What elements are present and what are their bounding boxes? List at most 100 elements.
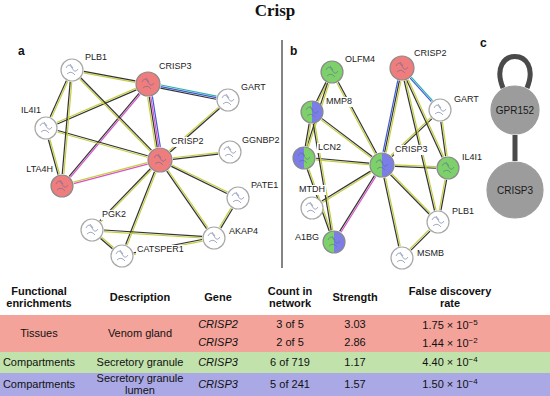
cell-content: 2 of 5 — [276, 337, 304, 349]
protein-structure — [306, 106, 318, 117]
node-fill — [370, 153, 382, 177]
lumen-band — [0, 373, 550, 396]
interaction-edge — [84, 71, 136, 82]
interaction-edge — [384, 178, 400, 247]
interaction-edge — [391, 118, 432, 157]
protein-structure — [142, 78, 154, 89]
protein-node: PLB1 — [60, 58, 84, 82]
panel-letter: b — [290, 44, 297, 58]
node-circle — [216, 88, 240, 112]
protein-structure — [56, 180, 68, 191]
node-label: PATE1 — [250, 181, 279, 191]
table-cell: 3 of 5 — [258, 316, 322, 334]
evidence-line — [337, 83, 375, 154]
protein-structure — [232, 192, 244, 203]
table-cell: Description — [85, 282, 195, 314]
node-circle — [34, 116, 58, 140]
interaction-edge — [439, 180, 446, 211]
evidence-line — [161, 87, 216, 98]
node-circle — [60, 58, 84, 82]
cell-text: False discovery rate — [409, 285, 492, 309]
panel-divider — [281, 40, 282, 268]
evidence-line — [392, 174, 430, 213]
protein-node: CRISP2 — [389, 55, 415, 81]
table-cell: CRISP2 — [193, 316, 243, 334]
node-outline — [219, 141, 241, 163]
cell-text: 3 of 5 — [276, 318, 304, 330]
node-outline — [427, 211, 449, 233]
node-circle — [292, 146, 316, 170]
evidence-line — [170, 109, 219, 152]
table-cell: 2 of 5 — [258, 334, 322, 352]
cell-text: 5 of 241 — [270, 378, 310, 390]
cell-text: CRISP2 — [198, 318, 238, 330]
interaction-edge — [50, 81, 68, 118]
node-label: IL4I1 — [20, 106, 42, 116]
node-circle — [202, 226, 226, 250]
cell-text: Count in network — [268, 285, 313, 309]
table-cell: CRISP3 — [193, 352, 243, 373]
cell-content: Compartments — [3, 357, 75, 369]
table-cell: 1.75 × 10−5 — [400, 316, 500, 334]
node-fill — [293, 147, 304, 169]
protein-structure — [396, 62, 408, 73]
evidence-line — [340, 176, 375, 232]
interaction-edge — [167, 170, 208, 228]
evidence-line — [160, 88, 215, 99]
node-label: PLB1 — [84, 53, 108, 63]
node-circle — [135, 71, 161, 97]
node-label: GGNBP2 — [241, 136, 281, 146]
node-outline — [61, 59, 83, 81]
interaction-edge — [410, 230, 430, 250]
evidence-line — [84, 71, 135, 80]
node-label: CATSPER1 — [136, 245, 185, 255]
protein-node: PGK2 — [80, 218, 104, 242]
evidence-line — [102, 237, 114, 247]
table-cell: Strength — [325, 282, 385, 314]
evidence-line — [57, 132, 147, 157]
cell-content: CRISP3 — [198, 357, 238, 369]
evidence-line — [73, 163, 147, 183]
evidence-line — [392, 119, 432, 157]
evidence-line — [391, 175, 429, 214]
node-label: GART — [240, 83, 267, 93]
evidence-line — [58, 130, 148, 155]
cell-content: 1.17 — [344, 357, 365, 369]
cell-text: CRISP3 — [198, 356, 238, 368]
protein-node: AKAP4 — [202, 226, 226, 250]
node-outline — [301, 101, 323, 123]
interaction-edge — [395, 165, 436, 168]
evidence-line — [221, 209, 233, 228]
evidence-line — [383, 80, 398, 152]
protein-node: LCN2 — [292, 146, 316, 170]
evidence-line — [395, 166, 436, 168]
cell-content: CRISP2 — [198, 319, 238, 331]
table-cell: 6 of 719 — [258, 352, 322, 373]
node-label: GART — [453, 95, 480, 105]
cell-content: Secretory granule lumen — [85, 373, 195, 396]
node-label: PLB1 — [451, 207, 475, 217]
protein-node: MSMB — [390, 246, 414, 270]
protein-node: PLB1 — [426, 210, 450, 234]
node-circle — [389, 55, 415, 81]
protein-node: MTDH — [300, 196, 324, 220]
protein-structure — [434, 104, 446, 115]
figure-title: Crisp — [0, 1, 550, 21]
interaction-edge — [169, 107, 219, 152]
cell-text: Tissues — [20, 327, 58, 339]
cell-text: CRISP3 — [198, 378, 238, 390]
node-outline — [321, 61, 343, 83]
protein-structure — [432, 216, 444, 227]
protein-structure — [116, 250, 128, 261]
cell-content: CRISP3 — [198, 337, 238, 349]
node-label: CRISP3 — [486, 161, 544, 219]
node-circle — [369, 152, 395, 178]
protein-node: CATSPER1 — [110, 244, 134, 268]
table-cell: CRISP3 — [193, 334, 243, 352]
cell-content: 6 of 719 — [270, 357, 310, 369]
protein-structure — [86, 224, 98, 235]
cell-content: 2.86 — [344, 337, 365, 349]
cell-text: Secretory granule — [97, 356, 184, 368]
